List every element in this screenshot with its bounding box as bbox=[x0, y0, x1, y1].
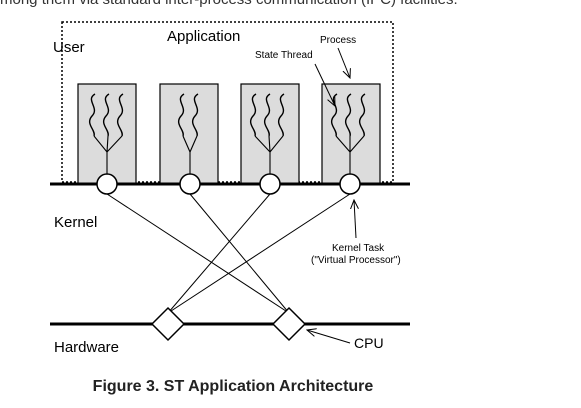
user-space-boundary bbox=[61, 21, 394, 183]
kernel-task-sublabel: ("Virtual Processor") bbox=[311, 255, 401, 266]
process-boxes bbox=[77, 83, 381, 185]
kernel-task-node bbox=[339, 173, 361, 195]
cpus bbox=[150, 306, 307, 342]
state-thread-label: State Thread bbox=[255, 50, 313, 61]
figure-caption: Figure 3. ST Application Architecture bbox=[92, 378, 374, 395]
kernel-task-node bbox=[259, 173, 281, 195]
state-thread-arrow bbox=[314, 63, 335, 106]
thread-wave bbox=[191, 93, 199, 137]
kernel-task-node bbox=[96, 173, 118, 195]
annotation-arrows bbox=[307, 47, 356, 344]
process-box-2 bbox=[159, 83, 219, 185]
user-label: User bbox=[53, 39, 85, 56]
cpu-node bbox=[150, 306, 186, 342]
application-label: Application bbox=[167, 28, 240, 45]
thread-fan-lines bbox=[93, 135, 365, 175]
header-text: mong them via standard inter-process com… bbox=[0, 0, 581, 8]
kernel-tasks bbox=[96, 173, 361, 195]
cpu-label: CPU bbox=[354, 335, 384, 351]
hardware-label: Hardware bbox=[54, 339, 119, 356]
thread-wave bbox=[116, 93, 124, 137]
kernel-task-label: Kernel Task bbox=[332, 243, 385, 254]
thread-wave bbox=[249, 93, 257, 137]
process-box-4 bbox=[321, 83, 381, 185]
process-arrow bbox=[337, 47, 350, 78]
process-label: Process bbox=[320, 35, 356, 46]
cpu-node bbox=[271, 306, 307, 342]
kernel-label: Kernel bbox=[54, 214, 97, 231]
thread-wave bbox=[263, 93, 271, 137]
thread-wave bbox=[344, 93, 352, 137]
thread-wave bbox=[102, 93, 110, 137]
kernel-task-arrow bbox=[354, 200, 356, 239]
thread-wave bbox=[358, 93, 366, 137]
thread-wave bbox=[177, 93, 185, 137]
scheduling-lines bbox=[106, 193, 351, 314]
kernel-task-node bbox=[179, 173, 201, 195]
cpu-arrow bbox=[307, 330, 351, 344]
thread-wave bbox=[88, 93, 96, 137]
thread-wave bbox=[277, 93, 285, 137]
